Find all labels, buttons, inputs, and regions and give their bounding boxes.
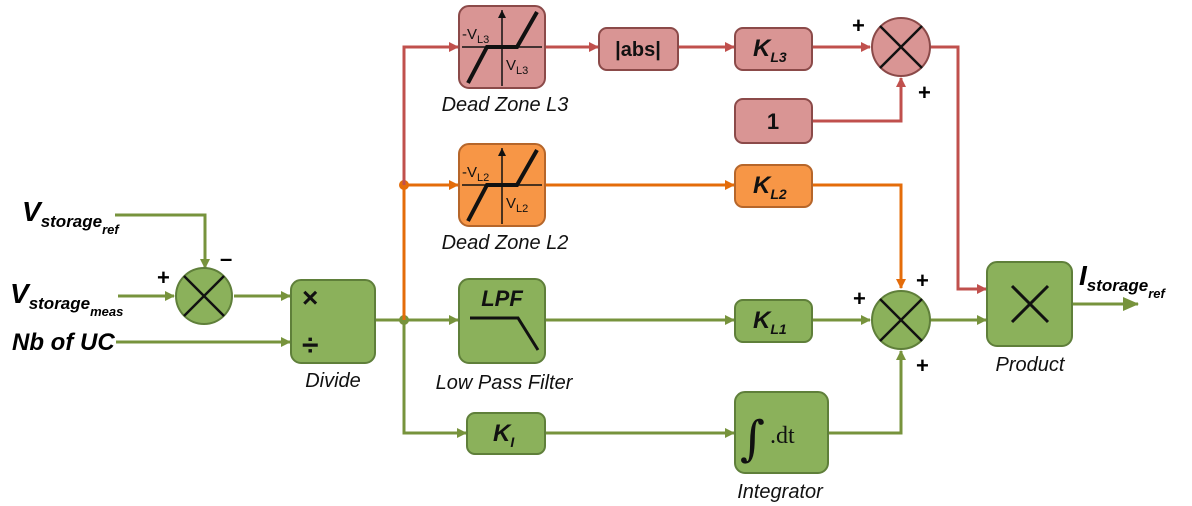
sign-plus-sum2-left: +: [853, 286, 866, 311]
lpf-block: LPF: [458, 278, 546, 364]
svg-text:.dt: .dt: [770, 423, 795, 449]
lpf-label: LPF: [481, 286, 523, 311]
constant-one-block: 1: [734, 98, 813, 144]
integral-icon: ∫: [740, 411, 765, 467]
input-label-nb-of-uc: Nb of UC: [12, 329, 115, 356]
deadzone-l3-block: -VL3 VL3: [458, 5, 546, 89]
wire-kl2-to-sum2: [812, 183, 906, 289]
sign-minus-sum1: –: [220, 246, 232, 271]
divide-block: × ÷: [290, 279, 376, 364]
green-wires: [115, 213, 1139, 438]
kl1-block: KL1: [734, 299, 813, 343]
ki-block: KI: [466, 412, 546, 455]
sum-junction-error: [175, 267, 233, 325]
deadzone-l2-block: -VL2 VL2: [458, 143, 546, 227]
divide-multiply-symbol: ×: [302, 282, 318, 313]
wire-integrator-to-sum2: [828, 350, 906, 435]
red-wires: [402, 42, 987, 294]
caption-product: Product: [996, 354, 1066, 376]
svg-text:KL2: KL2: [753, 172, 787, 202]
wire-one-to-sum3: [812, 77, 906, 123]
sign-plus-sum1: +: [157, 265, 170, 290]
output-label-istorage-ref: Istorageref: [1079, 260, 1166, 301]
sign-plus-sum2-bottom: +: [916, 353, 929, 378]
caption-divide: Divide: [305, 370, 361, 392]
kl2-block: KL2: [734, 164, 813, 208]
sign-plus-sum3-bottom: +: [918, 80, 931, 105]
integrator-block: ∫ .dt: [734, 391, 829, 474]
caption-lpf: Low Pass Filter: [436, 372, 574, 394]
abs-block: |abs|: [598, 27, 679, 71]
sign-plus-sum2-top: +: [916, 268, 929, 293]
caption-deadzone-l3: Dead Zone L3: [442, 94, 569, 116]
deadzone-l3-neg-label: -VL3: [462, 26, 489, 46]
svg-text:KI: KI: [493, 420, 515, 450]
deadzone-l2-pos-label: VL2: [506, 195, 528, 215]
divide-divide-symbol: ÷: [302, 329, 318, 362]
kl3-block: KL3: [734, 27, 813, 71]
svg-text:KL1: KL1: [753, 307, 787, 337]
sum-junction-l3: [871, 17, 931, 77]
input-label-vref: Vstorageref: [22, 196, 120, 237]
input-label-vmeas: Vstoragemeas: [10, 278, 123, 319]
wire-sum3-to-product: [930, 45, 987, 294]
sign-plus-sum3-left: +: [852, 13, 865, 38]
svg-text:|abs|: |abs|: [615, 39, 661, 61]
orange-wires: [402, 180, 906, 320]
wire-branch-to-ki: [402, 320, 467, 438]
sum-junction-main: [871, 290, 931, 350]
svg-text:KL3: KL3: [753, 35, 787, 65]
deadzone-l3-pos-label: VL3: [506, 57, 528, 77]
product-block: [986, 261, 1073, 347]
svg-text:1: 1: [767, 109, 779, 134]
caption-deadzone-l2: Dead Zone L2: [442, 232, 569, 254]
deadzone-l2-neg-label: -VL2: [462, 164, 489, 184]
wire-branch-to-deadzone-l3: [402, 42, 459, 185]
wire-vref-to-sum1: [115, 213, 210, 269]
caption-integrator: Integrator: [737, 481, 824, 503]
